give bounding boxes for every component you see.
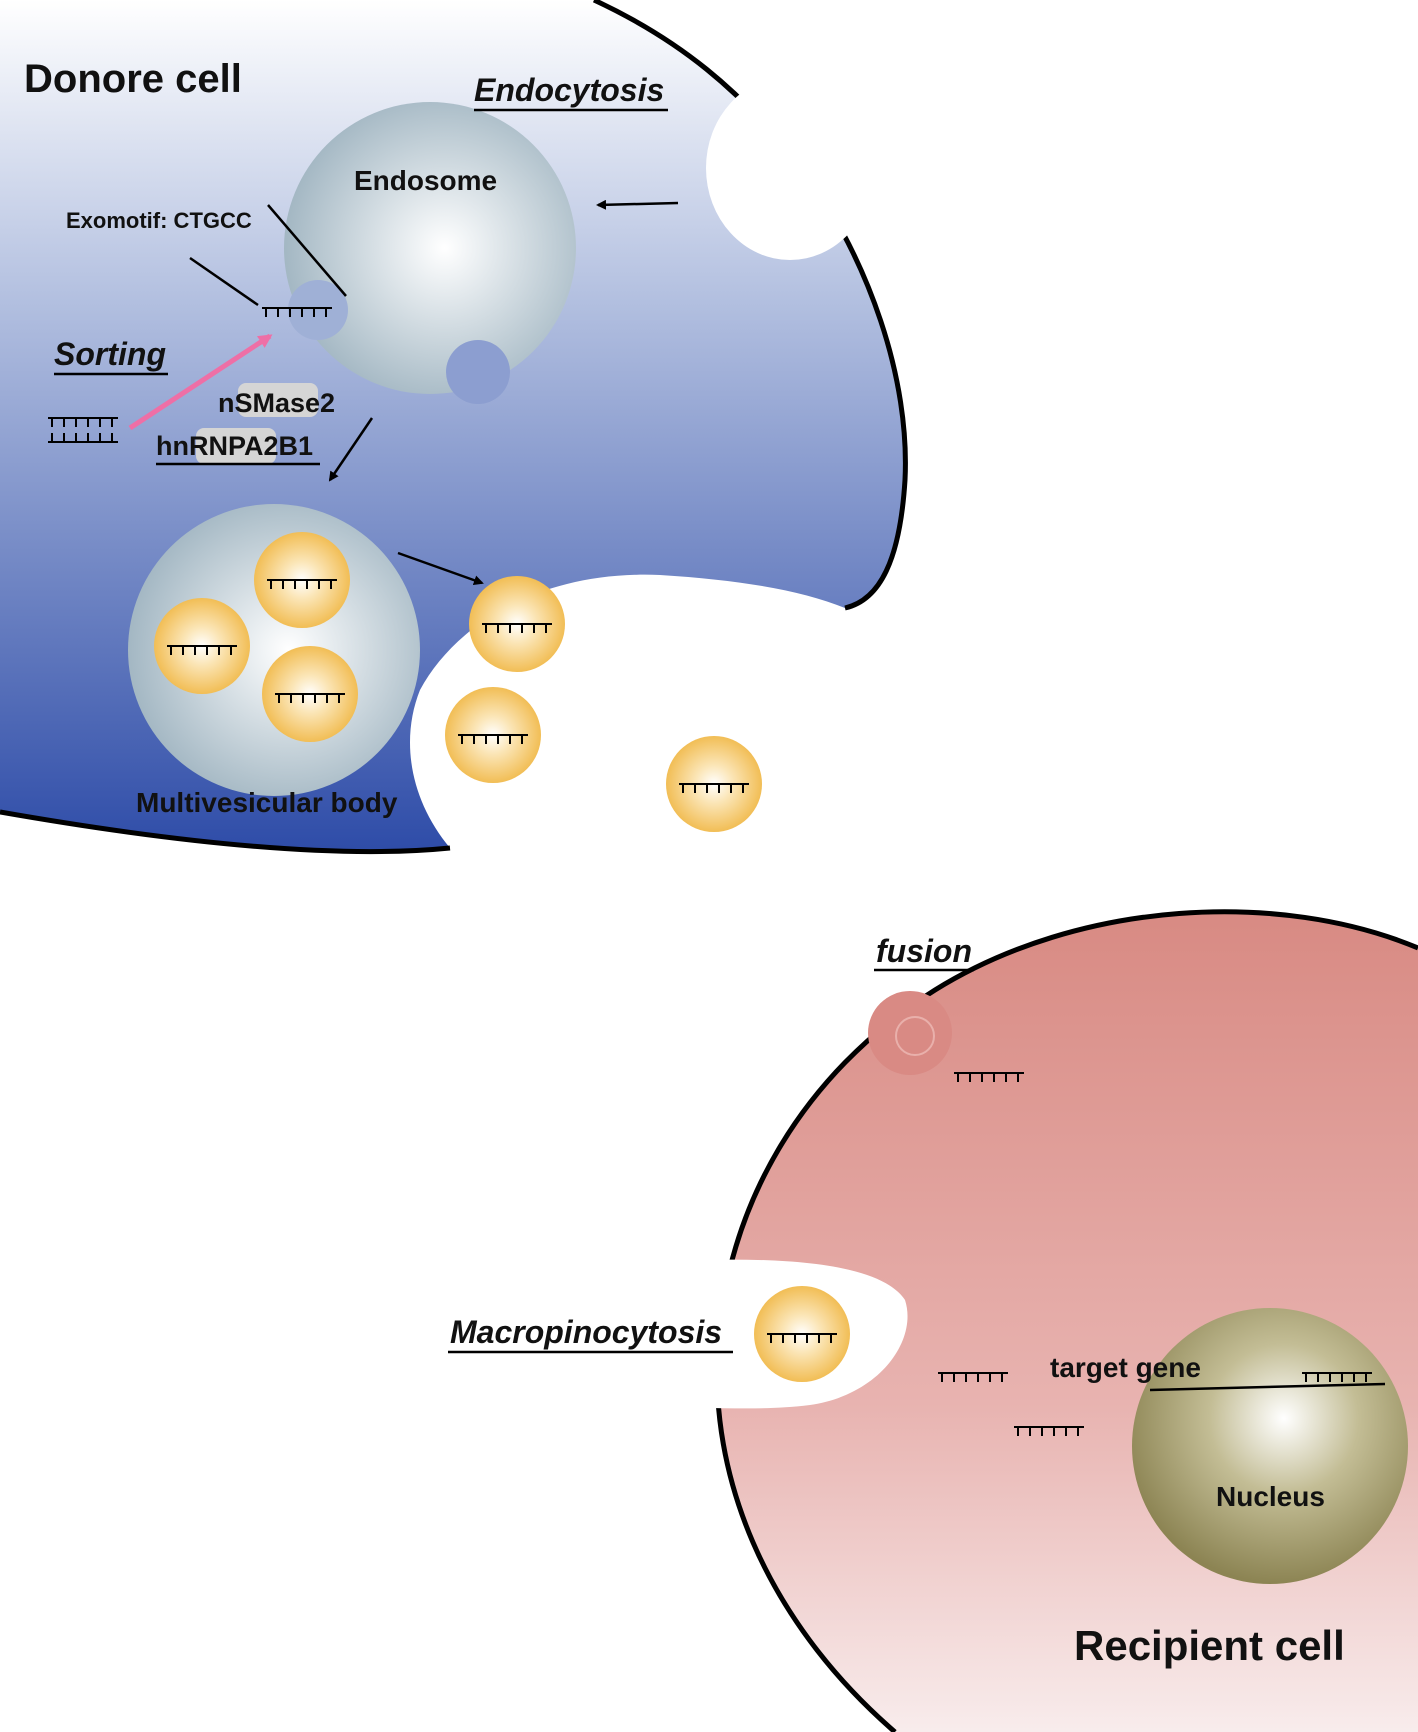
donor-cell: Donore cell Endocytosis Endosome Exomoti… <box>0 0 908 855</box>
fusion-bud <box>868 991 952 1075</box>
hnrnpa2b1-label: hnRNPA2B1 <box>156 431 313 461</box>
donor-membrane <box>592 0 908 611</box>
fusion-label: fusion <box>876 933 972 969</box>
donor-membrane-bottom <box>0 809 451 855</box>
endocytosis-pocket <box>706 76 874 260</box>
endocytosis-label: Endocytosis <box>474 72 664 108</box>
exosome <box>469 576 565 672</box>
target-gene-label: target gene <box>1050 1352 1201 1383</box>
macropinocytosis-label: Macropinocytosis <box>450 1314 722 1350</box>
sorting-arrow-icon <box>128 333 273 431</box>
mvb-label: Multivesicular body <box>136 787 398 818</box>
nsmase2-label: nSMase2 <box>218 388 335 418</box>
release-arrow-icon <box>397 551 484 586</box>
exomotif-label: Exomotif: CTGCC <box>66 208 252 233</box>
donor-cell-title: Donore cell <box>24 57 242 101</box>
intraluminal-vesicle <box>154 598 250 694</box>
macropinocytosis-vesicle <box>754 1286 850 1382</box>
exosome <box>666 736 762 832</box>
nsmase2-box <box>238 383 318 417</box>
endosome-bud-bottom <box>446 340 510 404</box>
intraluminal-vesicle <box>254 532 350 628</box>
sorting-label: Sorting <box>54 336 166 372</box>
recipient-cell-title: Recipient cell <box>1074 1622 1345 1669</box>
recipient-cell: fusion Macropinocytosis target gene Nucl… <box>448 909 1418 1732</box>
target-gene-line <box>1149 1382 1386 1392</box>
fusion-vesicle-outline <box>895 1016 935 1056</box>
endosome-label: Endosome <box>354 165 497 196</box>
endosome <box>284 102 576 394</box>
exosome <box>445 687 541 783</box>
exomotif-pointer-left <box>189 256 259 307</box>
intraluminal-vesicle <box>262 646 358 742</box>
endosome-bud-right <box>288 280 348 340</box>
nucleus <box>1132 1308 1408 1584</box>
hnrnpa2b1-box <box>196 428 276 464</box>
mvb-arrow-icon <box>328 417 374 482</box>
endocytosis-arrow-icon <box>596 199 679 210</box>
exomotif-pointer-right <box>267 204 347 297</box>
recipient-membrane <box>714 909 1418 1732</box>
nucleus-label: Nucleus <box>1216 1481 1325 1512</box>
